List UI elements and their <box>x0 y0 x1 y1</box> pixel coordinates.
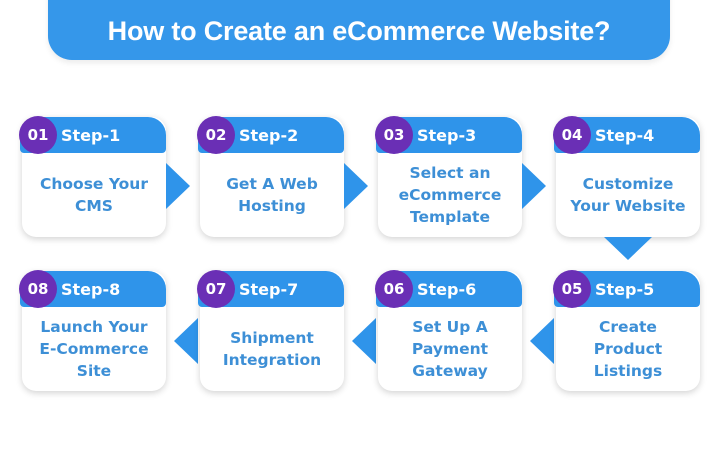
step-label: Step-4 <box>595 125 655 145</box>
step-number-badge: 05 <box>553 270 591 308</box>
step-number-badge: 01 <box>19 116 57 154</box>
step-card-6: 06 Step-6 Set Up A Payment Gateway <box>375 270 522 391</box>
step-header: 08 Step-8 <box>19 270 166 308</box>
arrow-down-icon <box>604 237 652 260</box>
step-card-8: 08 Step-8 Launch Your E-Commerce Site <box>19 270 166 391</box>
arrow-right-icon <box>166 163 190 209</box>
step-label: Step-3 <box>417 125 477 145</box>
step-card-1: 01 Step-1 Choose Your CMS <box>19 116 166 237</box>
step-card-5: 05 Step-5 Create Product Listings <box>553 270 700 391</box>
step-card-4: 04 Step-4 Customize Your Website <box>553 116 700 237</box>
step-label: Step-2 <box>239 125 299 145</box>
step-card-3: 03 Step-3 Select an eCommerce Template <box>375 116 522 237</box>
step-description: Set Up A Payment Gateway <box>411 318 489 380</box>
step-number-badge: 06 <box>375 270 413 308</box>
step-header: 01 Step-1 <box>19 116 166 154</box>
step-description: Create Product Listings <box>593 318 663 380</box>
step-header: 04 Step-4 <box>553 116 700 154</box>
step-description: Shipment Integration <box>222 329 322 369</box>
step-number-badge: 07 <box>197 270 235 308</box>
step-header: 07 Step-7 <box>197 270 344 308</box>
arrow-left-icon <box>352 318 376 364</box>
step-description: Select an eCommerce Template <box>398 164 502 226</box>
step-header: 06 Step-6 <box>375 270 522 308</box>
step-description: Customize Your Website <box>570 175 686 215</box>
step-description: Choose Your CMS <box>40 175 148 215</box>
step-card-7: 07 Step-7 Shipment Integration <box>197 270 344 391</box>
arrow-left-icon <box>530 318 554 364</box>
step-label: Step-6 <box>417 279 477 299</box>
step-description: Launch Your E-Commerce Site <box>39 318 149 380</box>
step-number-badge: 03 <box>375 116 413 154</box>
step-card-2: 02 Step-2 Get A Web Hosting <box>197 116 344 237</box>
step-label: Step-8 <box>61 279 121 299</box>
arrow-right-icon <box>344 163 368 209</box>
step-number-badge: 04 <box>553 116 591 154</box>
step-header: 03 Step-3 <box>375 116 522 154</box>
step-label: Step-5 <box>595 279 655 299</box>
step-number-badge: 02 <box>197 116 235 154</box>
step-label: Step-7 <box>239 279 299 299</box>
title-banner: How to Create an eCommerce Website? <box>48 0 670 60</box>
arrow-right-icon <box>522 163 546 209</box>
step-header: 02 Step-2 <box>197 116 344 154</box>
step-number-badge: 08 <box>19 270 57 308</box>
arrow-left-icon <box>174 318 198 364</box>
page-title: How to Create an eCommerce Website? <box>107 16 611 46</box>
step-description: Get A Web Hosting <box>226 175 318 215</box>
step-label: Step-1 <box>61 125 121 145</box>
step-header: 05 Step-5 <box>553 270 700 308</box>
